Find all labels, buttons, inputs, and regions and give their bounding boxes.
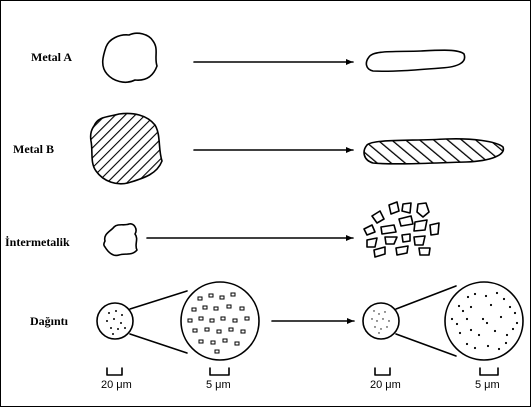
scale-bar-4-label: 5 μm [475, 379, 500, 391]
dispersion-deformed-small-circle [363, 303, 399, 339]
dispersion-small-circle [97, 303, 133, 339]
dispersion-deformed-large-circle [445, 282, 523, 360]
scale-bar-4: 5 μm [475, 368, 500, 391]
zoom-line-bottom-right [396, 334, 456, 356]
scale-bar-2-label: 5 μm [206, 379, 231, 391]
scale-bar-2: 5 μm [206, 368, 231, 391]
label-dispersion: Dağıntı [30, 314, 69, 328]
scale-bar-1: 20 μm [101, 368, 132, 391]
dispersion-large-circle [181, 282, 259, 360]
dispersion-deformed-small-dots [371, 310, 389, 333]
metal-a-deformed-grain [366, 50, 464, 71]
dispersion-small-dots [106, 310, 126, 335]
scale-bar-3-label: 20 μm [370, 379, 401, 391]
metal-b-deformed-grain [364, 139, 503, 164]
dispersion-large-particles [188, 293, 249, 353]
scale-bar-1-label: 20 μm [101, 379, 132, 391]
label-intermetallic: İntermetalik [5, 235, 70, 249]
fractured-intermetallic-fragments [364, 202, 439, 257]
metal-b-grain [91, 113, 162, 183]
label-metal-b: Metal B [13, 142, 54, 156]
label-metal-a: Metal A [31, 50, 72, 64]
zoom-line-top-left [130, 291, 187, 309]
metal-a-grain [103, 33, 157, 82]
scale-bar-3: 20 μm [370, 368, 401, 391]
intermetallic-particle [104, 224, 137, 256]
zoom-line-bottom-left [130, 334, 187, 353]
zoom-line-top-right [396, 286, 456, 309]
dispersion-deformed-large-dots [451, 292, 518, 350]
